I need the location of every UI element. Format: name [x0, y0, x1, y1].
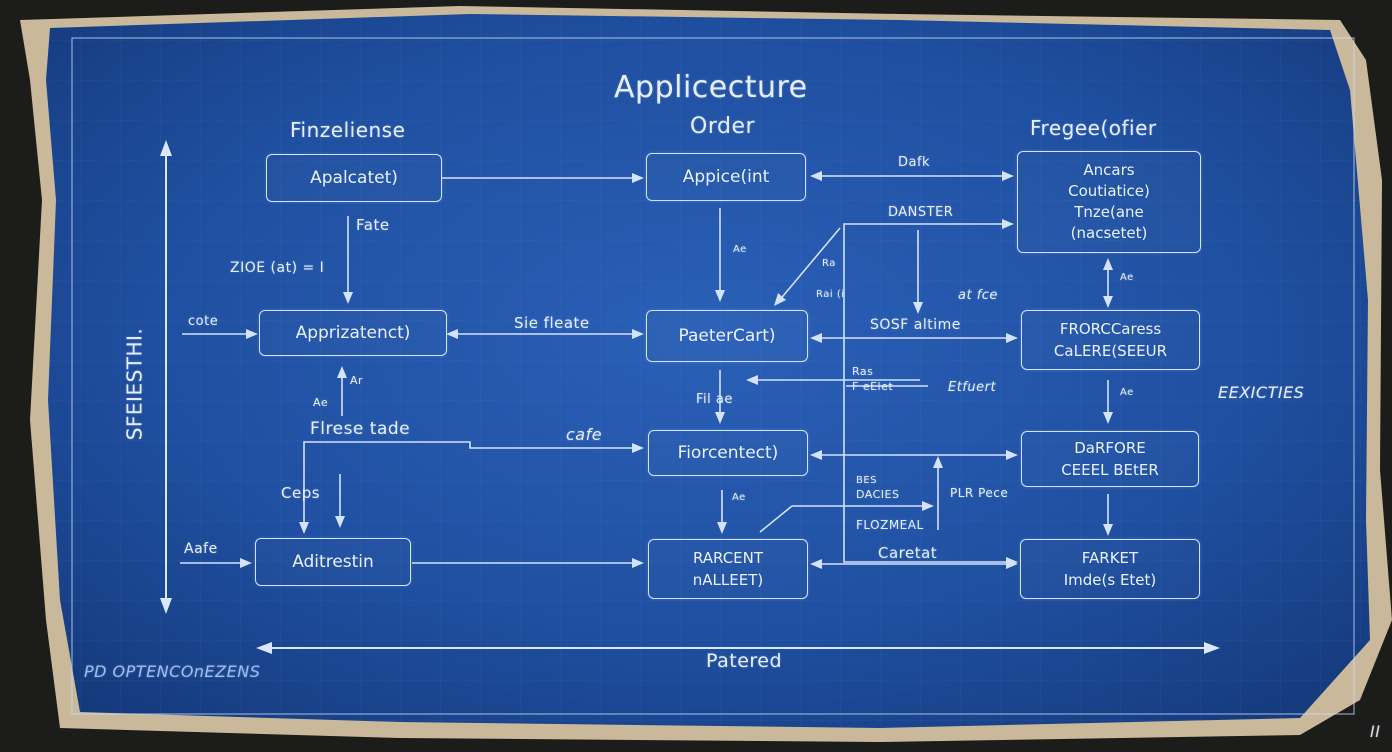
bottom-left-note: PD OPTENCOnEZENS	[84, 662, 261, 681]
node-middle-4: RARCENT nALLEET)	[648, 539, 808, 599]
node-right-1-line3: Tnze(ane	[1074, 203, 1144, 221]
column-heading-left: Finzeliense	[290, 118, 406, 142]
column-heading-middle: Order	[690, 114, 756, 139]
column-heading-right: Fregee(ofier	[1030, 116, 1157, 140]
edge-label-sie-fleate: Sie fleate	[514, 314, 590, 332]
edge-label-ae-r2: Ae	[1120, 387, 1134, 398]
edge-label-flrese-tade: Flrese tade	[310, 419, 411, 439]
edge-label-dafk: Dafk	[898, 155, 931, 170]
node-right-3-line2: CEEEL BEtER	[1061, 461, 1159, 479]
edge-label-fil-ae: Fil ae	[696, 392, 733, 407]
edge-label-at-fce: at fce	[958, 288, 998, 303]
edge-label-ra-diag: Ra	[822, 258, 836, 269]
edge-label-cote: cote	[188, 314, 219, 329]
side-label-left: SFEIESTHI.	[122, 327, 147, 441]
node-right-3-line1: DaRFORE	[1074, 439, 1146, 457]
node-middle-2-text: PaeterCart)	[678, 326, 776, 346]
edge-label-flozmeal: FLOZMEAL	[856, 518, 924, 532]
node-right-4: FARKET Imde(s Etet)	[1020, 539, 1200, 599]
connector-lines	[180, 175, 1109, 565]
node-right-3: DaRFORE CEEEL BEtER	[1021, 431, 1199, 487]
edge-label-ceps: Ceps	[281, 484, 321, 502]
node-right-4-line2: Imde(s Etet)	[1063, 571, 1157, 589]
node-middle-4-line2: nALLEET)	[692, 571, 764, 589]
node-right-1-line2: Coutiatice)	[1068, 182, 1150, 200]
edge-label-cafe: cafe	[566, 425, 603, 444]
node-right-2-line2: CaLERE(SEEUR	[1053, 342, 1168, 360]
node-middle-1: Appice(int	[646, 153, 806, 201]
edge-label-ras: Ras	[852, 365, 874, 378]
node-right-1: Ancars Coutiatice) Tnze(ane (nacsetet)	[1017, 151, 1201, 253]
edge-label-bes: BES	[856, 475, 878, 486]
node-left-1: Apalcatet)	[266, 154, 442, 202]
node-middle-1-text: Appice(int	[682, 167, 770, 187]
node-right-1-line1: Ancars	[1083, 161, 1135, 179]
edge-label-pir-pece: PLR Pece	[950, 486, 1009, 500]
edge-label-rai-diag: Rai (i	[816, 289, 845, 300]
edge-label-ae-m3: Ae	[732, 492, 746, 503]
edge-label-aafe: Aafe	[184, 541, 218, 557]
edge-label-dacies: DACIES	[856, 488, 900, 501]
node-right-2-line1: FRORCCaress	[1059, 320, 1162, 338]
node-middle-4-line1: RARCENT	[692, 549, 764, 567]
edge-label-ar-left: Ar	[350, 374, 364, 387]
edge-label-ae-r1: Ae	[1120, 272, 1134, 283]
node-right-4-line1: FARKET	[1081, 549, 1139, 567]
edge-label-danster: DANSTER	[888, 205, 954, 220]
node-middle-2: PaeterCart)	[646, 310, 808, 362]
edge-label-ae-left: Ae	[313, 396, 329, 409]
edge-label-zioe: ZIOE (at) = I	[230, 260, 325, 276]
node-right-1-line4: (nacsetet)	[1070, 224, 1148, 242]
corner-mark: II	[1370, 722, 1381, 741]
edge-label-fate: Fate	[356, 216, 390, 234]
edge-label-sosf-altime: SOSF altime	[870, 317, 961, 333]
bottom-axis-label: Patered	[706, 650, 783, 672]
node-middle-3-text: Fiorcentect)	[677, 443, 779, 463]
edge-label-effect: Etfuert	[948, 380, 997, 395]
node-left-3: Aditrestin	[255, 538, 411, 586]
edge-label-ae-m1: Ae	[733, 244, 747, 255]
arrowheads	[240, 171, 1113, 569]
node-left-1-text: Apalcatet)	[310, 168, 398, 188]
node-left-2-text: Apprizatenct)	[295, 323, 411, 343]
edge-label-fect: F eElet	[852, 380, 894, 393]
diagram-title: Applicecture	[614, 70, 808, 105]
node-left-2: Apprizatenct)	[259, 310, 447, 356]
node-right-2: FRORCCaress CaLERE(SEEUR	[1021, 310, 1200, 370]
node-middle-3: Fiorcentect)	[648, 430, 808, 476]
edge-label-caretat: Caretat	[878, 544, 938, 562]
node-left-3-text: Aditrestin	[292, 552, 374, 572]
side-label-right: EEXICTIES	[1218, 383, 1305, 402]
